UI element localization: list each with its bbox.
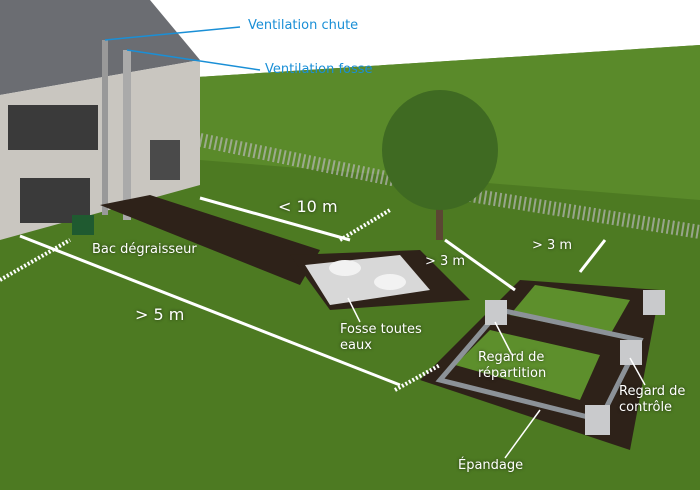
house-window-upper bbox=[8, 105, 98, 150]
label-controle-line2: contrôle bbox=[619, 400, 673, 415]
regard-box-1 bbox=[643, 290, 665, 315]
vent-pipe-chute bbox=[102, 40, 108, 215]
leader-ventilation-fosse bbox=[126, 49, 261, 71]
regard-repartition-box bbox=[485, 300, 507, 325]
trench-to-fosse bbox=[100, 195, 320, 285]
leader-repartition bbox=[494, 321, 513, 356]
label-repartition-line2: répartition bbox=[478, 366, 547, 381]
label-ventilation-fosse: Ventilation fosse bbox=[265, 62, 373, 77]
label-distance-less-10m: < 10 m bbox=[278, 197, 338, 216]
limit-line-left bbox=[0, 238, 71, 282]
grass-strip-1 bbox=[510, 285, 630, 335]
label-controle-line1: Regard de bbox=[619, 384, 686, 399]
arrow-more-5m bbox=[19, 234, 401, 387]
arrow-fence-3m bbox=[578, 239, 607, 273]
tree-trunk bbox=[436, 180, 443, 240]
grease-trap bbox=[72, 215, 94, 235]
tank-cover-1 bbox=[329, 260, 361, 276]
house-door bbox=[150, 140, 180, 180]
label-ventilation-chute: Ventilation chute bbox=[248, 18, 359, 33]
vent-pipe-fosse bbox=[123, 50, 131, 220]
limit-line-bottom bbox=[394, 363, 441, 392]
arrow-tree-3m bbox=[444, 238, 516, 292]
label-distance-tree-3m: > 3 m bbox=[425, 254, 466, 269]
regard-box-3 bbox=[585, 405, 610, 435]
grass-strip-2 bbox=[455, 330, 600, 400]
label-distance-more-5m: > 5 m bbox=[135, 305, 185, 324]
label-epandage: Épandage bbox=[458, 458, 524, 473]
label-fosse-toutes-eaux: Fosse toutes eaux bbox=[340, 322, 422, 354]
label-repartition-line1: Regard de bbox=[478, 350, 545, 365]
arrow-less-10m bbox=[199, 196, 351, 242]
limit-line-mid bbox=[338, 208, 392, 242]
leader-fosse bbox=[347, 297, 361, 323]
label-fosse-line1: Fosse toutes bbox=[340, 322, 422, 337]
tree-crown bbox=[382, 90, 498, 210]
leader-epandage bbox=[504, 409, 541, 459]
regard-controle-box bbox=[620, 340, 642, 365]
label-regard-controle: Regard de contrôle bbox=[619, 384, 685, 416]
leader-ventilation-chute bbox=[104, 26, 241, 41]
label-fosse-line2: eaux bbox=[340, 338, 372, 353]
label-regard-repartition: Regard de répartition bbox=[478, 350, 546, 382]
tank-cover-2 bbox=[374, 274, 406, 290]
leader-controle bbox=[629, 357, 646, 386]
label-distance-fence-3m: > 3 m bbox=[532, 238, 573, 253]
house-roof bbox=[0, 0, 200, 95]
label-bac-degraisseur: Bac dégraisseur bbox=[92, 242, 197, 257]
